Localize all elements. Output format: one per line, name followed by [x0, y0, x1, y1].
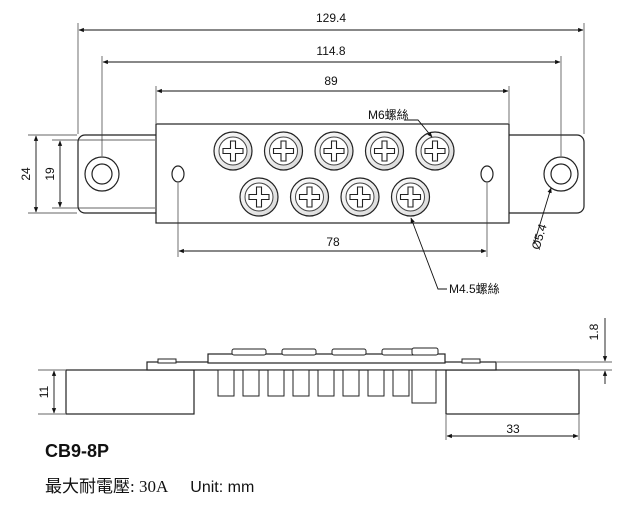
lower-screw-row [239, 177, 431, 217]
side-screw-head [231, 348, 267, 356]
m6-screw [415, 131, 455, 171]
side-screw-head [411, 347, 439, 356]
upper-screw-row [213, 131, 455, 171]
dim-plate-thickness: 1.8 [587, 323, 601, 340]
rating-colon: : [130, 477, 139, 496]
dim-body-height: 19 [43, 167, 57, 181]
rating-value: 30A [138, 477, 169, 496]
side-terminal-pins [217, 369, 437, 404]
m4-5-screw [340, 177, 380, 217]
left-small-hole [171, 165, 185, 183]
m4-5-screw [390, 177, 431, 217]
dim-body-length: 89 [324, 74, 338, 88]
side-pin [367, 369, 385, 397]
label-lower-screw: M4.5螺絲 [449, 281, 500, 296]
side-pin-large [411, 369, 437, 404]
m4-5-screw [239, 177, 279, 217]
leader-m4-5 [410, 217, 447, 290]
side-right-flange [445, 369, 580, 415]
top-view: 129.4 114.8 89 78 24 19 Ø5.4 M6螺絲 M4.5螺絲 [19, 11, 585, 296]
m6-screw [213, 131, 253, 171]
side-pin [292, 369, 310, 397]
dim-overall-height: 24 [19, 167, 33, 181]
model-number: CB9-8P [45, 441, 110, 461]
side-screw-head [281, 348, 317, 356]
side-screw-head [381, 348, 417, 356]
dim-flange-length: 33 [506, 422, 520, 436]
side-housing [207, 353, 446, 364]
dim-hole-diameter: Ø5.4 [529, 222, 550, 251]
m6-screw [364, 131, 405, 171]
side-left-flange [65, 369, 195, 415]
left-mount-hole [84, 156, 120, 192]
dim-overall-length: 129.4 [316, 11, 346, 25]
side-pin [267, 369, 285, 397]
dim-mount-hole-spacing: 114.8 [316, 44, 345, 58]
m6-screw [314, 131, 354, 171]
m4-5-screw [289, 177, 330, 217]
dim-side-height: 11 [37, 385, 51, 398]
unit-note: Unit: mm [190, 479, 255, 496]
side-view: 11 1.8 33 [37, 318, 612, 440]
side-pin [342, 369, 360, 397]
right-small-hole [480, 165, 494, 183]
leader-hole-diameter [533, 187, 552, 245]
dim-small-hole-spacing: 78 [326, 235, 340, 249]
rating-label: 最大耐電壓 [45, 477, 130, 496]
side-screw-heads [231, 347, 439, 356]
side-pin [217, 369, 235, 397]
side-pin [392, 369, 410, 397]
leader-m6 [404, 119, 433, 138]
label-upper-screw: M6螺絲 [368, 107, 409, 122]
m6-screw [263, 131, 304, 171]
rating-line: 最大耐電壓: 30A Unit: mm [45, 472, 254, 497]
side-screw-head [331, 348, 367, 356]
right-mount-hole [543, 156, 579, 192]
side-pin [242, 369, 260, 397]
side-pin [317, 369, 335, 397]
